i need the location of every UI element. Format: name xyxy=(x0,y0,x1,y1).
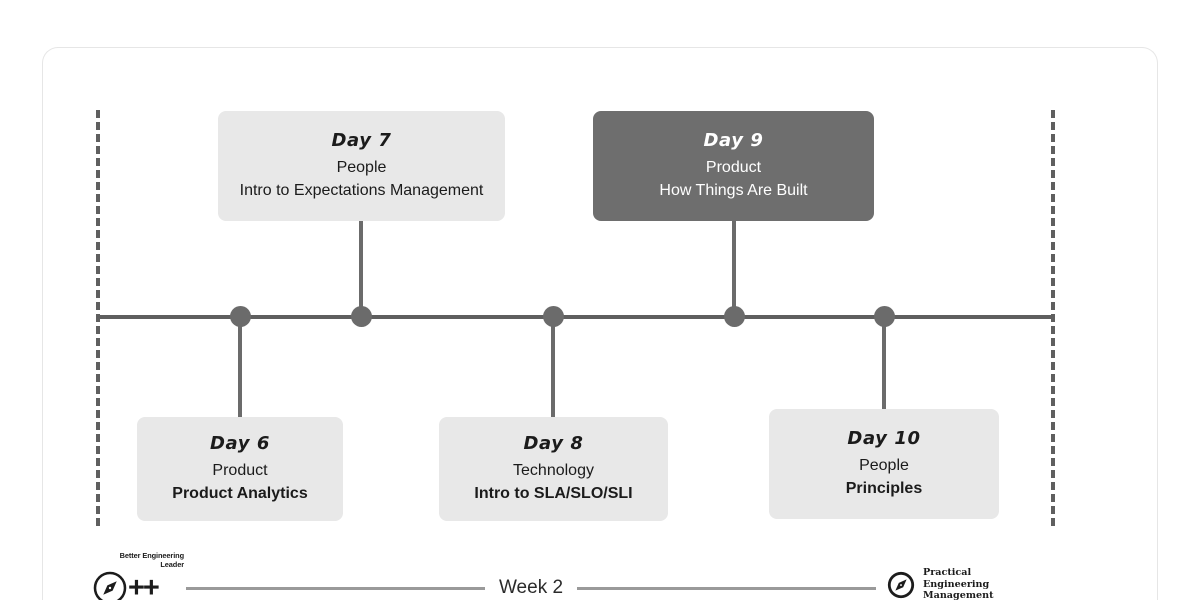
event-day-label: Day 8 xyxy=(523,433,584,455)
brand-right-line3: Management xyxy=(923,590,994,600)
timeline-dot-day-10[interactable] xyxy=(874,306,895,327)
event-track-label: Product xyxy=(705,158,762,176)
event-topic-label: How Things Are Built xyxy=(659,181,808,199)
timeline-dot-day-9[interactable] xyxy=(724,306,745,327)
timeline-dot-day-7[interactable] xyxy=(351,306,372,327)
brand-left-suffix: ++ xyxy=(128,571,160,600)
event-day-label: Day 9 xyxy=(703,130,764,152)
event-topic-label: Product Analytics xyxy=(172,484,308,502)
connector-day-6 xyxy=(238,316,242,417)
event-card-day-9[interactable]: Day 9 Product How Things Are Built xyxy=(593,111,874,221)
event-topic-label: Intro to Expectations Management xyxy=(239,181,484,199)
brand-left-line2: Leader xyxy=(160,559,184,569)
week-label-row: Week 2 xyxy=(186,577,877,599)
event-card-day-6[interactable]: Day 6 Product Product Analytics xyxy=(137,417,343,521)
event-track-label: Product xyxy=(212,461,268,479)
timeline-axis xyxy=(96,315,1051,319)
event-day-label: Day 7 xyxy=(331,130,392,152)
timeline-dot-day-6[interactable] xyxy=(230,306,251,327)
compass-icon xyxy=(886,570,916,600)
event-track-label: People xyxy=(859,456,909,474)
compass-icon xyxy=(92,570,128,600)
event-card-day-7[interactable]: Day 7 People Intro to Expectations Manag… xyxy=(218,111,505,221)
brand-better-engineering-leader: Better Engineering Leader ++ xyxy=(92,551,190,600)
brand-left-line1: Better Engineering xyxy=(119,551,184,560)
brand-right-line1: Practical xyxy=(923,567,972,578)
timeline-dot-day-8[interactable] xyxy=(543,306,564,327)
connector-day-9 xyxy=(732,220,736,316)
diagram-footer: Better Engineering Leader ++ Week 2 xyxy=(93,551,1051,600)
event-card-day-8[interactable]: Day 8 Technology Intro to SLA/SLO/SLI xyxy=(439,417,668,521)
event-track-label: People xyxy=(336,158,387,176)
event-day-label: Day 6 xyxy=(209,433,271,455)
week-rule-right xyxy=(577,586,877,590)
brand-practical-engineering-management: Practical Engineering Management xyxy=(886,567,994,600)
connector-day-7 xyxy=(359,220,363,316)
connector-day-10 xyxy=(882,316,886,409)
event-track-label: Technology xyxy=(513,461,594,479)
brand-right-line2: Engineering xyxy=(923,578,990,590)
connector-day-8 xyxy=(551,316,555,417)
week-label: Week 2 xyxy=(498,577,564,598)
week-boundary-end xyxy=(1051,110,1055,526)
week-rule-left xyxy=(186,586,485,590)
event-card-day-10[interactable]: Day 10 People Principles xyxy=(769,409,999,519)
event-topic-label: Principles xyxy=(845,479,923,497)
event-topic-label: Intro to SLA/SLO/SLI xyxy=(474,484,633,502)
event-day-label: Day 10 xyxy=(847,428,921,450)
